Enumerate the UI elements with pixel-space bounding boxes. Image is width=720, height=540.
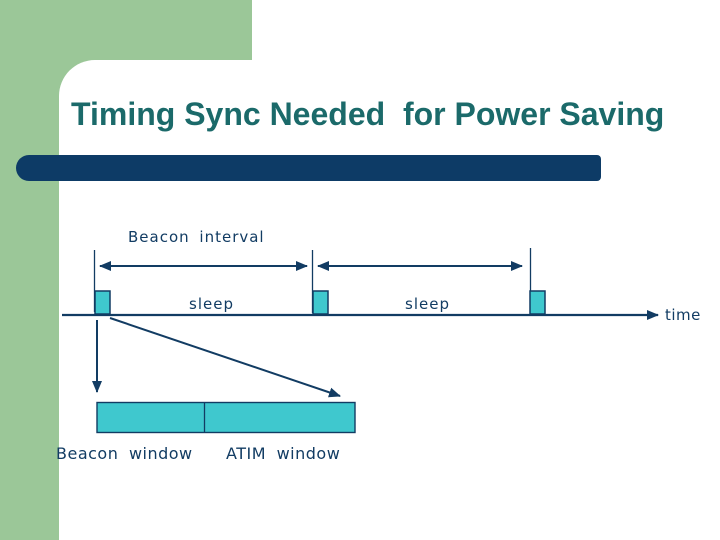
window-box <box>96 401 356 434</box>
sidebar-accent-strip <box>0 0 59 540</box>
beacon-zoom-arrow-diagonal <box>109 317 341 398</box>
beacon-pulse-2 <box>312 290 329 315</box>
beacon-window-label: Beacon window <box>56 444 193 463</box>
slide-title: Timing Sync Needed for Power Saving <box>71 96 665 132</box>
beacon-interval-label: Beacon interval <box>128 228 265 246</box>
beacon-pulse-1 <box>94 290 111 315</box>
sleep-label-1: sleep <box>189 295 234 313</box>
sleep-label-2: sleep <box>405 295 450 313</box>
atim-window-label: ATIM window <box>226 444 341 463</box>
beacon-pulse-3 <box>529 290 546 315</box>
content-pane <box>59 60 720 540</box>
time-axis-label: time <box>665 306 701 324</box>
title-underline-bar <box>16 155 601 181</box>
